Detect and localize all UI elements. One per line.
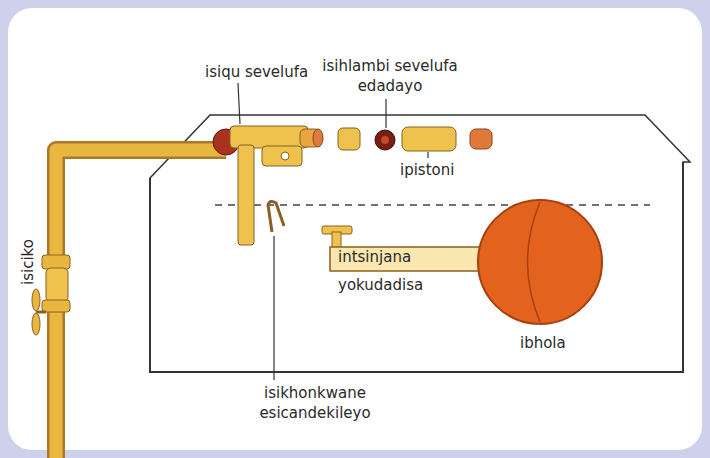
tap-nut <box>42 300 70 312</box>
part-label: isihlambi sevelufa edadayo <box>305 56 475 96</box>
part-label: ipistoni <box>400 160 454 180</box>
nozzle-end <box>313 129 323 147</box>
cistern-outline <box>150 115 690 372</box>
tap-handle <box>32 313 40 335</box>
tap-nut <box>42 255 70 269</box>
piston <box>402 127 456 151</box>
tap-body <box>46 268 68 302</box>
tap-spindle <box>36 311 46 314</box>
cistern-front <box>150 162 683 372</box>
card <box>8 8 702 450</box>
leader-line <box>273 236 274 380</box>
part-label: isiqu sevelufa <box>205 62 308 82</box>
inlet-pipe <box>56 150 226 458</box>
pivot-hole <box>281 152 289 160</box>
valve-lug <box>262 146 302 166</box>
leader-line <box>427 152 428 158</box>
leader-line <box>238 83 240 124</box>
end-cap <box>470 129 492 149</box>
washer <box>375 130 395 150</box>
ball-seam <box>528 202 541 322</box>
part-label: intsinjana yokudadisa <box>338 243 438 299</box>
valve-seat <box>338 128 360 150</box>
part-label: ibhola <box>520 333 566 353</box>
tap-handle <box>32 289 40 311</box>
leader-line <box>385 99 386 128</box>
washer-hole <box>381 136 389 144</box>
water-level <box>215 204 650 206</box>
valve-outlet <box>238 145 254 245</box>
float-ball <box>478 200 602 324</box>
split-pin <box>268 201 284 232</box>
part-label: isikhonkwane esicandekileyo <box>245 383 385 423</box>
part-label: isiciko <box>18 234 38 290</box>
pipe-outline <box>56 150 226 458</box>
